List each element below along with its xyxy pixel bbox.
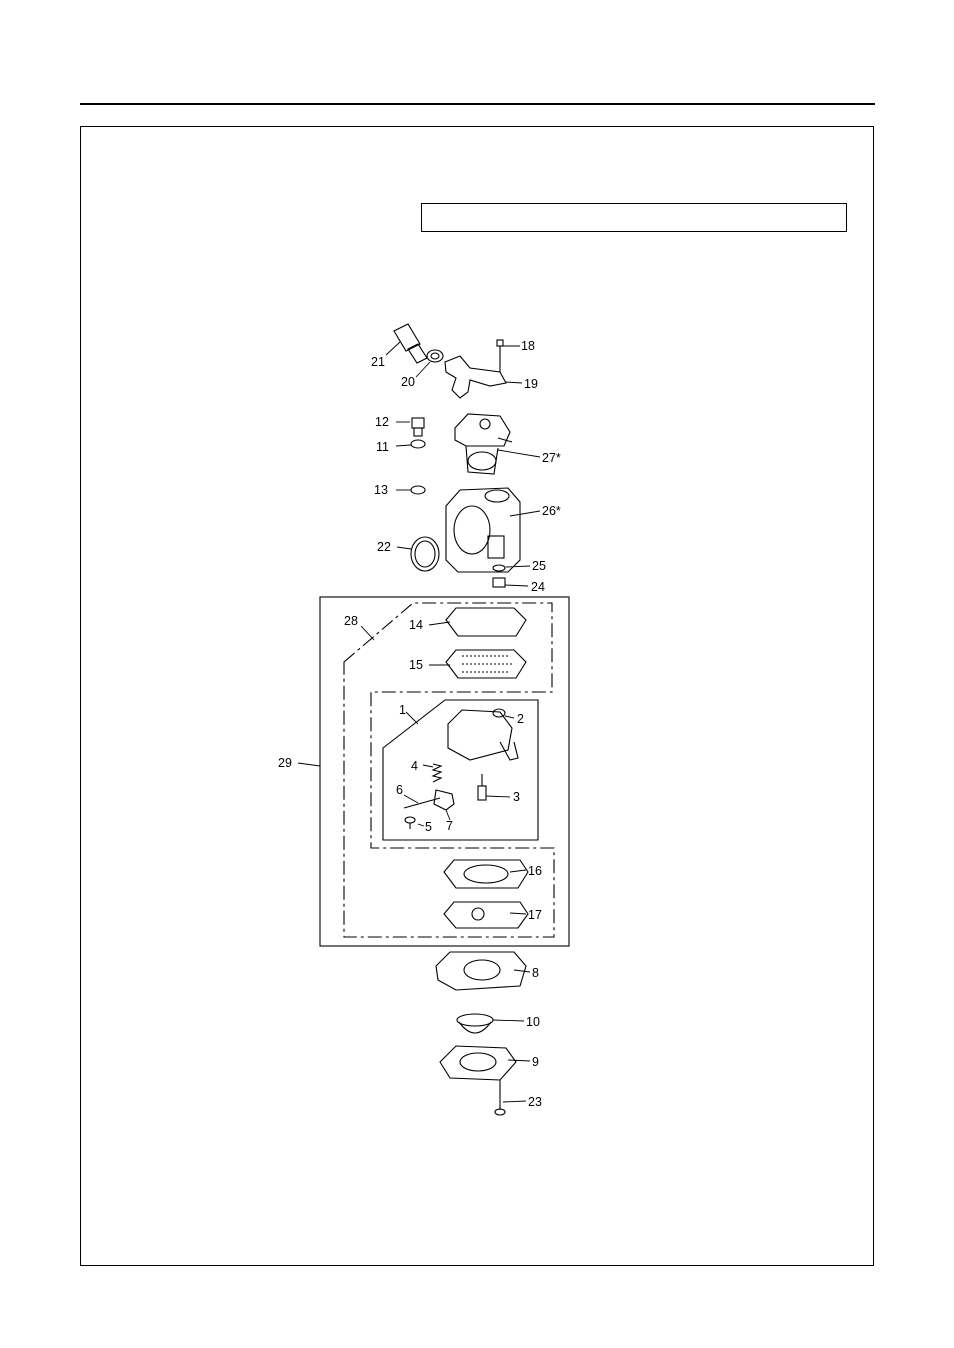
part-25-o-ring-drawing: [492, 564, 506, 572]
part-label-12: 12: [375, 415, 389, 429]
part-label-21: 21: [371, 355, 385, 369]
part-26-body-drawing: [445, 487, 521, 573]
part-7-lever-drawing: [433, 789, 455, 811]
part-label-23: 23: [528, 1095, 542, 1109]
part-label-5: 5: [425, 820, 432, 834]
part-label-6: 6: [396, 783, 403, 797]
title-box: [421, 203, 847, 232]
part-3-needle-drawing: [477, 774, 487, 801]
part-label-4: 4: [411, 759, 418, 773]
part-13-washer-drawing: [410, 485, 426, 495]
part-label-2: 2: [517, 712, 524, 726]
part-label-7: 7: [446, 819, 453, 833]
top-rule: [80, 103, 875, 105]
part-24-nut-drawing: [492, 577, 506, 588]
kit-29-outline: [319, 596, 570, 947]
part-label-18: 18: [521, 339, 535, 353]
part-6-pin-drawing: [403, 797, 441, 809]
part-1-body-drawing: [447, 709, 519, 761]
part-12-screw-drawing: [411, 417, 425, 437]
part-label-8: 8: [532, 966, 539, 980]
part-label-1: 1: [399, 703, 406, 717]
part-16-gasket-drawing: [443, 859, 529, 889]
part-10-primer-bulb-drawing: [456, 1013, 494, 1034]
part-23-screw-drawing: [494, 1080, 506, 1116]
part-label-19: 19: [524, 377, 538, 391]
part-15-diaphragm-drawing: [445, 649, 527, 679]
part-label-9: 9: [532, 1055, 539, 1069]
part-20-nut-drawing: [426, 349, 444, 363]
part-label-11: 11: [376, 440, 389, 454]
part-18-screw-drawing: [496, 339, 504, 372]
part-5-screw-drawing: [404, 816, 416, 829]
part-label-14: 14: [409, 618, 423, 632]
part-22-ring-drawing: [410, 536, 440, 572]
part-label-20: 20: [401, 375, 415, 389]
assembly-1-outline: [382, 699, 539, 841]
part-label-16: 16: [528, 864, 542, 878]
part-label-24: 24: [531, 580, 545, 594]
part-label-27: 27*: [542, 451, 561, 465]
part-label-13: 13: [374, 483, 388, 497]
part-4-spring-drawing: [431, 763, 443, 783]
part-17-diaphragm-drawing: [443, 901, 529, 929]
part-label-25: 25: [532, 559, 546, 573]
part-8-pump-body-drawing: [435, 951, 527, 991]
page-frame: [80, 126, 874, 1266]
part-2-screen-drawing: [492, 708, 506, 718]
part-label-10: 10: [526, 1015, 540, 1029]
part-label-3: 3: [513, 790, 520, 804]
part-label-17: 17: [528, 908, 542, 922]
part-9-retainer-drawing: [439, 1045, 517, 1081]
part-label-26: 26*: [542, 504, 561, 518]
leader-lines: [297, 341, 541, 1103]
part-19-bracket-drawing: [444, 355, 507, 399]
kit-28-outline: [343, 602, 555, 938]
part-label-29: 29: [278, 756, 292, 770]
part-11-washer-drawing: [410, 439, 426, 449]
part-14-gasket-drawing: [445, 607, 527, 637]
part-27-cover-drawing: [454, 413, 513, 475]
part-label-22: 22: [377, 540, 391, 554]
part-label-28: 28: [344, 614, 358, 628]
part-label-15: 15: [409, 658, 423, 672]
